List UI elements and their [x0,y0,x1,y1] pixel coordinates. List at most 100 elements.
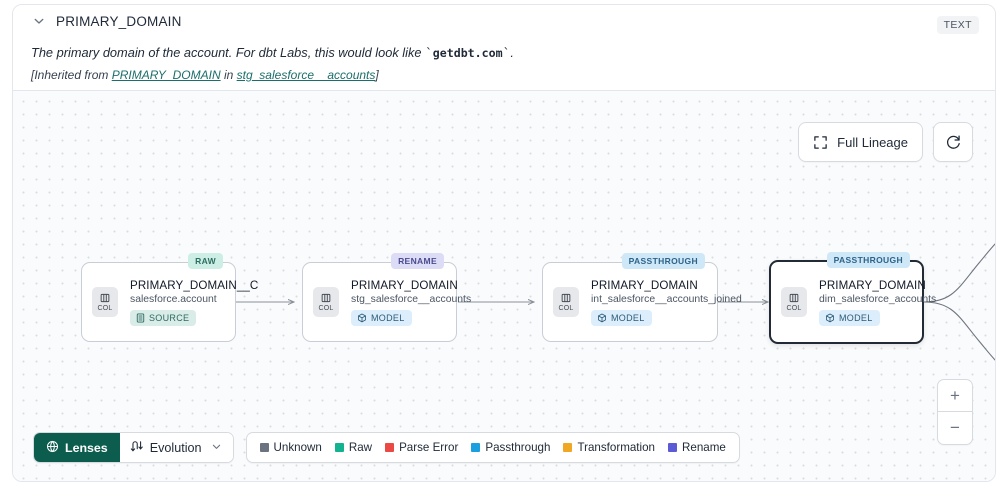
lineage-node[interactable]: PASSTHROUGH COL [542,253,742,342]
column-description: The primary domain of the account. For d… [31,45,514,61]
column-title-row[interactable]: PRIMARY_DOMAIN [31,13,182,29]
lineage-legend: Unknown Raw Parse Error Passthrough [245,432,740,463]
database-icon [136,313,145,323]
legend-swatch [668,443,677,452]
node-kind-label: MODEL [839,312,873,323]
column-chip-label: COL [786,305,802,312]
node-content: COL PRIMARY_DOMAIN int_salesforce__accou… [553,263,742,341]
evolution-dropdown[interactable]: Evolution [119,433,233,462]
legend-swatch [259,443,269,452]
node-name: PRIMARY_DOMAIN__C [130,278,259,292]
node-content: COL PRIMARY_DOMAIN__C salesforce.account [92,263,258,341]
refresh-icon [945,134,962,151]
node-content: COL PRIMARY_DOMAIN stg_salesforce__accou… [313,263,471,341]
node-text-group: PRIMARY_DOMAIN stg_salesforce__accounts [351,279,471,326]
node-text-group: PRIMARY_DOMAIN__C salesforce.account [130,279,258,326]
node-name: PRIMARY_DOMAIN [591,278,698,292]
full-lineage-label: Full Lineage [837,134,908,150]
legend-swatch [563,443,573,452]
page-title: PRIMARY_DOMAIN [56,13,182,29]
legend-swatch [471,443,481,452]
evolution-label: Evolution [149,440,202,455]
node-kind-chip: MODEL [819,309,880,326]
node-name: PRIMARY_DOMAIN [351,278,458,292]
legend-label: Rename [682,441,726,454]
legend-label: Parse Error [399,441,459,454]
cube-icon [825,313,835,323]
inherited-from-note: [Inherited from PRIMARY_DOMAIN in stg_sa… [31,68,379,82]
node-badge: RENAME [391,253,444,269]
node-subtitle: stg_salesforce__accounts [351,293,472,305]
node-kind-chip: MODEL [351,309,412,326]
legend-item: Transformation [563,441,655,454]
lineage-node[interactable]: RAW COL [81,253,258,342]
lineage-canvas[interactable]: Full Lineage + − [13,91,995,481]
legend-label: Unknown [273,441,322,454]
column-glyph [560,292,572,304]
graph-edges [236,243,995,361]
cube-icon [597,313,607,323]
column-glyph [788,292,800,304]
column-detail-card: PRIMARY_DOMAIN TEXT The primary domain o… [12,4,996,482]
inherited-middle: in [220,68,237,82]
zoom-out-button[interactable]: − [950,418,960,437]
chevron-down-icon[interactable] [31,13,47,29]
legend-swatch [334,443,344,452]
column-icon: COL [781,287,807,317]
inherited-model-link[interactable]: stg_salesforce__accounts [236,68,376,82]
column-type-badge: TEXT [936,16,979,34]
column-icon: COL [313,287,339,317]
node-subtitle: int_salesforce__accounts_joined [591,293,742,305]
evolution-icon [130,439,143,456]
node-text-group: PRIMARY_DOMAIN int_salesforce__accounts_… [591,279,742,326]
legend-item: Unknown [259,441,322,454]
lineage-node[interactable]: RENAME COL [302,253,471,342]
zoom-in-button[interactable]: + [938,380,972,412]
node-kind-label: MODEL [371,312,405,323]
legend-item: Passthrough [471,441,550,454]
lineage-node-selected[interactable]: PASSTHROUGH COL [769,252,936,344]
full-lineage-button[interactable]: Full Lineage [798,122,923,162]
canvas-top-controls: Full Lineage [798,122,973,162]
inherited-prefix: [Inherited from [31,68,112,82]
lenses-label: Lenses [65,440,108,455]
legend-item: Raw [334,441,373,454]
node-subtitle: salesforce.account [130,293,217,305]
node-kind-chip: MODEL [591,309,652,326]
column-chip-label: COL [97,305,113,312]
node-name: PRIMARY_DOMAIN [819,278,926,292]
cube-icon [357,313,367,323]
legend-item: Rename [668,441,726,454]
column-glyph [99,292,111,304]
lens-control-group: Lenses Evolution [33,432,234,463]
description-suffix: . [510,45,514,60]
node-badge: RAW [188,253,223,269]
column-chip-label: COL [558,305,574,312]
column-icon: COL [92,287,118,317]
node-badge: PASSTHROUGH [621,253,705,269]
inherited-column-link[interactable]: PRIMARY_DOMAIN [111,68,221,82]
description-text: The primary domain of the account. For d… [31,45,426,60]
node-subtitle: dim_salesforce_accounts [819,293,937,305]
canvas-bottom-bar: Lenses Evolution [33,432,740,463]
legend-item: Parse Error [385,441,458,454]
node-text-group: PRIMARY_DOMAIN dim_salesforce_accounts [819,279,936,326]
node-badge: PASSTHROUGH [826,252,910,268]
column-glyph [320,292,332,304]
card-header: PRIMARY_DOMAIN TEXT The primary domain o… [13,5,995,91]
legend-label: Raw [348,441,373,454]
refresh-button[interactable] [933,122,973,162]
inherited-suffix: ] [375,68,379,82]
expand-icon [813,135,828,150]
zoom-controls: + − [937,379,973,445]
description-code: getdbt.com [432,46,503,60]
lens-icon [46,440,59,456]
node-content: COL PRIMARY_DOMAIN dim_salesforce_accoun… [781,262,936,342]
legend-swatch [385,443,395,452]
legend-label: Transformation [577,441,655,454]
node-kind-label: MODEL [611,312,645,323]
node-kind-chip: SOURCE [130,309,197,326]
lenses-button[interactable]: Lenses [34,433,120,462]
column-icon: COL [553,287,579,317]
